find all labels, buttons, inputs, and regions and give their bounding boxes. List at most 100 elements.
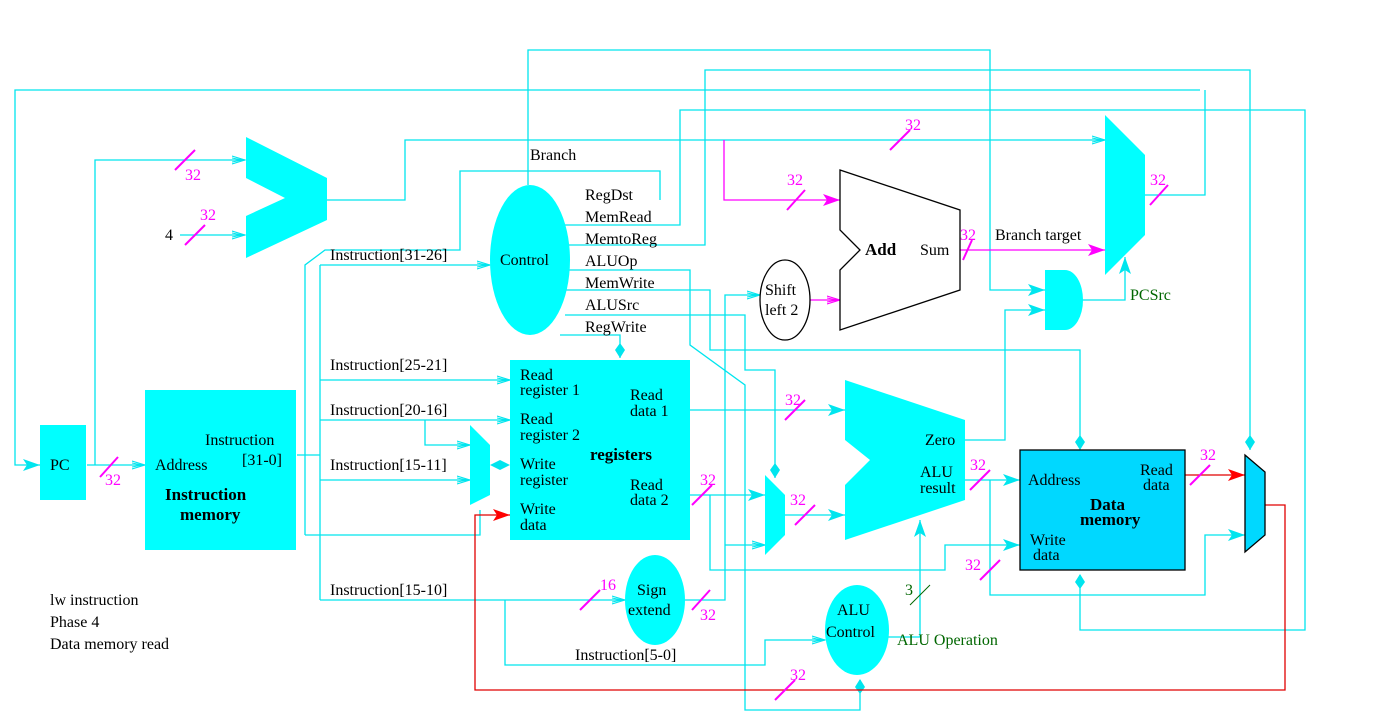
wire-instr-5-0 xyxy=(504,600,825,666)
branch-adder: Add Sum xyxy=(839,169,961,331)
width-label: 16 xyxy=(600,577,616,594)
dmem-title-2: memory xyxy=(1080,510,1141,529)
slash-mark xyxy=(579,589,601,611)
width-label: 32 xyxy=(1200,447,1216,464)
dmem-address: Address xyxy=(1028,472,1080,489)
wires xyxy=(14,49,1306,711)
field-31-26: Instruction[31-26] xyxy=(330,247,447,264)
instruction-memory: Address Instruction [31-0] Instruction m… xyxy=(145,390,296,550)
wire-alu-operation xyxy=(888,520,926,638)
pc-adder: 4 xyxy=(165,137,327,258)
slash-mark xyxy=(691,484,713,506)
width-label: 32 xyxy=(200,207,216,224)
reg-write-data-a: Write xyxy=(520,501,556,518)
signal-branch: Branch xyxy=(530,147,576,164)
control-unit: Control xyxy=(490,185,570,335)
width-label: 32 xyxy=(787,172,803,189)
slash-mark xyxy=(99,456,119,478)
caption-phase: Phase 4 xyxy=(50,614,99,631)
dmem-write-data-1: Write xyxy=(1030,532,1066,549)
wire-branch xyxy=(527,49,1045,296)
alu: Zero ALU result xyxy=(845,380,965,540)
reg-write-data-b: data xyxy=(520,517,547,534)
wire-regdst-ctrl xyxy=(305,510,481,536)
wire-alu-result-to-wbmux xyxy=(989,480,1245,596)
wire-pcmux-out xyxy=(1145,90,1206,196)
reg-read-data-1-a: Read xyxy=(630,387,663,404)
alu-control-label-2: Control xyxy=(826,624,875,641)
slash-mark xyxy=(784,399,806,421)
caption-step: Data memory read xyxy=(50,636,169,653)
width-label: 32 xyxy=(185,167,201,184)
branch-adder-title: Add xyxy=(865,240,897,259)
wire-memtoreg xyxy=(565,69,1255,450)
wire-memwrite xyxy=(565,289,1085,450)
width-label: 32 xyxy=(970,457,986,474)
imem-title-2: memory xyxy=(180,505,241,524)
reg-read-register-2-b: register 2 xyxy=(520,427,580,444)
wire-memread xyxy=(560,109,1306,631)
data-memory: Address Read data Data memory Write data xyxy=(1019,449,1186,571)
control-label: Control xyxy=(500,252,549,269)
imem-output-label-1: Instruction xyxy=(205,432,274,449)
register-file: Read register 1 Read register 2 Write re… xyxy=(510,360,690,540)
pcsrc-mux: PCSrc xyxy=(1105,115,1171,304)
wire-pc-to-adder xyxy=(94,160,245,465)
width-label: 32 xyxy=(785,392,801,409)
slash-mark xyxy=(909,584,931,606)
dmem-title-1: Data xyxy=(1090,495,1125,514)
wire-regwrite xyxy=(560,334,625,358)
alu-operation-label: ALU Operation xyxy=(897,632,998,649)
wire-pc4-to-branch-adder xyxy=(723,140,840,206)
dmem-read-data-1: Read xyxy=(1140,462,1173,479)
dmem-read-data-2: data xyxy=(1143,477,1170,494)
slash-mark xyxy=(174,149,196,171)
reg-read-register-1-b: register 1 xyxy=(520,382,580,399)
field-15-10: Instruction[15-10] xyxy=(330,582,447,599)
imem-address-label: Address xyxy=(155,457,207,474)
field-20-16: Instruction[20-16] xyxy=(330,402,447,419)
wire-writeback xyxy=(474,504,1286,691)
slash-mark xyxy=(184,224,206,246)
width-label: 32 xyxy=(905,117,921,134)
alusrc-mux xyxy=(765,475,785,555)
instruction-fields: Instruction[31-26] Instruction[25-21] In… xyxy=(330,247,676,664)
wire-pcsrc xyxy=(1082,257,1131,301)
branch-adder-sum: Sum xyxy=(920,242,950,259)
reg-read-data-2-a: Read xyxy=(630,477,663,494)
wire-instr-20-16-to-mux xyxy=(424,420,470,445)
reg-read-data-2-b: data 2 xyxy=(630,492,669,509)
reg-write-register-a: Write xyxy=(520,456,556,473)
width-label: 32 xyxy=(790,667,806,684)
field-5-0: Instruction[5-0] xyxy=(575,647,676,664)
signal-memwrite: MemWrite xyxy=(585,275,655,292)
caption-instruction: lw instruction xyxy=(50,592,138,609)
wire-write-data xyxy=(709,495,1020,571)
alu-control-label-1: ALU xyxy=(837,602,870,619)
wire-regdst-loop xyxy=(304,170,661,535)
width-label: 3 xyxy=(905,582,913,599)
width-label: 32 xyxy=(700,607,716,624)
slash-mark xyxy=(1189,464,1211,486)
branch-and-gate xyxy=(1045,270,1083,330)
registers-title: registers xyxy=(590,445,652,464)
slash-mark xyxy=(774,679,796,701)
signal-alusrc: ALUSrc xyxy=(585,297,639,314)
wire-next-pc xyxy=(14,89,1200,471)
width-label: 32 xyxy=(960,227,976,244)
wire-signext-to-shift xyxy=(685,295,760,601)
wire-alusrc xyxy=(565,314,780,478)
pc-register: PC xyxy=(40,425,86,500)
width-label: 32 xyxy=(965,557,981,574)
field-15-11: Instruction[15-11] xyxy=(330,457,447,474)
slash-mark xyxy=(889,129,911,151)
signal-memread: MemRead xyxy=(585,209,652,226)
wire-pc-plus-4 xyxy=(327,140,1105,201)
pcsrc-label: PCSrc xyxy=(1130,287,1171,304)
reg-write-register-b: register xyxy=(520,472,569,489)
signal-regwrite: RegWrite xyxy=(585,319,647,336)
reg-read-register-1-a: Read xyxy=(520,367,553,384)
imem-output-label-2: [31-0] xyxy=(242,452,282,469)
alu-result-2: result xyxy=(920,480,956,497)
